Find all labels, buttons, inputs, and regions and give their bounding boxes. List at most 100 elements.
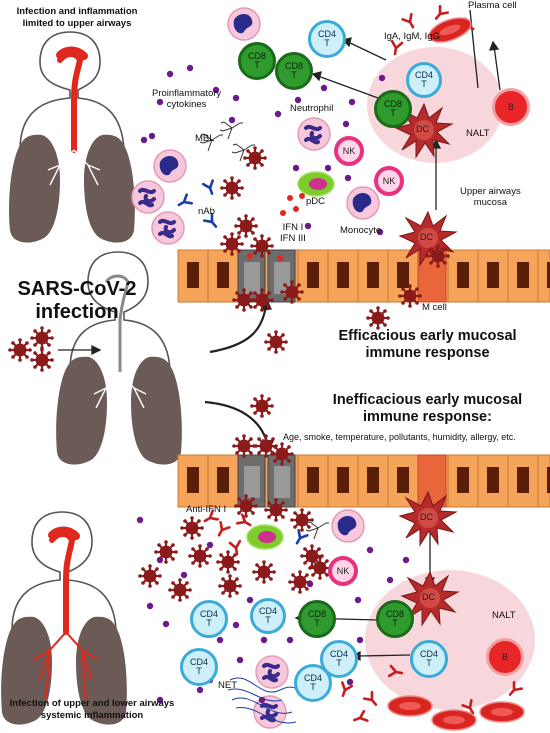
epithelium-lower bbox=[177, 454, 550, 508]
person-middle-icon bbox=[56, 251, 182, 465]
risk-factors-label: Age, smoke, temperature, pollutants, hum… bbox=[283, 432, 516, 442]
cytokine-dot bbox=[232, 94, 240, 102]
cytokine-dot bbox=[402, 556, 410, 564]
dc-label: DC bbox=[416, 124, 429, 134]
cytokine-dot bbox=[156, 696, 164, 704]
nalt-upper-region bbox=[367, 47, 503, 163]
virus-particle bbox=[29, 347, 55, 373]
proinflammatory-cytokines-label: Proinflammatory cytokines bbox=[152, 88, 222, 110]
cytokine-dot bbox=[246, 596, 254, 604]
cytokine-dot bbox=[342, 120, 350, 128]
nalt-upper-label: NALT bbox=[466, 128, 490, 139]
cytokine-dot bbox=[346, 678, 354, 686]
cytokine-dot bbox=[320, 84, 328, 92]
cytokine-dot bbox=[386, 576, 394, 584]
cytokine-dot bbox=[286, 636, 294, 644]
anti-ifn-label: Anti-IFN I bbox=[186, 504, 227, 515]
efficacious-response-title: Efficacious early mucosal immune respons… bbox=[338, 328, 517, 361]
cytokine-dot bbox=[366, 546, 374, 554]
cytokine-dot bbox=[378, 74, 386, 82]
cytokine-dot bbox=[376, 228, 384, 236]
nab-label: nAb bbox=[198, 206, 215, 217]
cytokine-dot bbox=[162, 620, 170, 628]
cytokine-dot bbox=[156, 556, 164, 564]
cytokine-dot bbox=[260, 636, 268, 644]
nk-cell: NK bbox=[328, 556, 358, 586]
cytokine-dot bbox=[306, 580, 314, 588]
cytokine-dot bbox=[212, 86, 220, 94]
cytokine-dot bbox=[148, 132, 156, 140]
virus-particle bbox=[263, 329, 289, 355]
virus-particle bbox=[167, 577, 193, 603]
cytokine-dot bbox=[236, 656, 244, 664]
cytokine-dot bbox=[344, 174, 352, 182]
pdc-label: pDC bbox=[306, 196, 326, 207]
virus-particle bbox=[187, 543, 213, 569]
epithelium-upper bbox=[177, 249, 550, 303]
ifn-dots bbox=[247, 193, 305, 261]
cytokine-dot bbox=[206, 541, 214, 549]
virus-particle bbox=[233, 213, 259, 239]
cytokine-dot bbox=[216, 636, 224, 644]
cytokine-dot bbox=[232, 621, 240, 629]
inefficacious-response-title: Inefficacious early mucosal immune respo… bbox=[332, 392, 523, 425]
virus-particle bbox=[425, 243, 451, 269]
antibody-types-label: IgA, IgM, IgG bbox=[384, 31, 440, 42]
virus-particle bbox=[219, 231, 245, 257]
virus-particle bbox=[7, 337, 33, 363]
monocyte-label: Monocyte bbox=[340, 225, 382, 236]
upper-airways-mucosa-label: Upper airways mucosa bbox=[460, 186, 521, 208]
virus-particle bbox=[231, 287, 257, 313]
cytokine-dot bbox=[354, 596, 362, 604]
virus-particle bbox=[217, 573, 243, 599]
virus-particle bbox=[233, 493, 259, 519]
virus-particle bbox=[263, 497, 289, 523]
net-label: NET bbox=[218, 680, 237, 691]
cytokine-dot bbox=[304, 222, 312, 230]
neutrophil-label: Neutrophil bbox=[290, 103, 334, 114]
nk-cell: NK bbox=[334, 136, 364, 166]
plasma-cell-label: Plasma cell bbox=[468, 0, 517, 11]
virus-particle bbox=[289, 507, 315, 533]
virus-particle bbox=[242, 145, 268, 171]
cytokine-dot bbox=[140, 136, 148, 144]
cytokine-dot bbox=[356, 636, 364, 644]
virus-particle bbox=[249, 393, 275, 419]
nalt-lower-label: NALT bbox=[492, 610, 516, 621]
virus-particle bbox=[251, 559, 277, 585]
cytokine-dots bbox=[136, 64, 410, 704]
cytokine-dot bbox=[324, 164, 332, 172]
virus-particle bbox=[215, 549, 241, 575]
dendritic-cells bbox=[395, 103, 459, 626]
nk-cell: NK bbox=[374, 166, 404, 196]
b-cell: B bbox=[492, 88, 530, 126]
virus-particle bbox=[137, 563, 163, 589]
person-bottom-icon bbox=[1, 511, 127, 725]
cytokine-dot bbox=[196, 686, 204, 694]
virus-particle bbox=[29, 325, 55, 351]
mbl-label: MBL bbox=[195, 133, 215, 144]
virus-particle bbox=[365, 305, 391, 331]
person-top-icon bbox=[9, 31, 135, 243]
cytokine-dot bbox=[258, 696, 266, 704]
virus-particle bbox=[179, 515, 205, 541]
sars-cov-2-title: SARS-CoV-2 infection bbox=[17, 278, 137, 323]
ifn-label: IFN I IFN III bbox=[280, 222, 306, 244]
cytokine-dot bbox=[156, 98, 164, 106]
dc-label: DC bbox=[422, 592, 435, 602]
cytokine-dot bbox=[274, 110, 282, 118]
cytokine-dot bbox=[228, 116, 236, 124]
m-cell-label: M cell bbox=[422, 302, 447, 313]
virus-particle bbox=[231, 433, 257, 459]
